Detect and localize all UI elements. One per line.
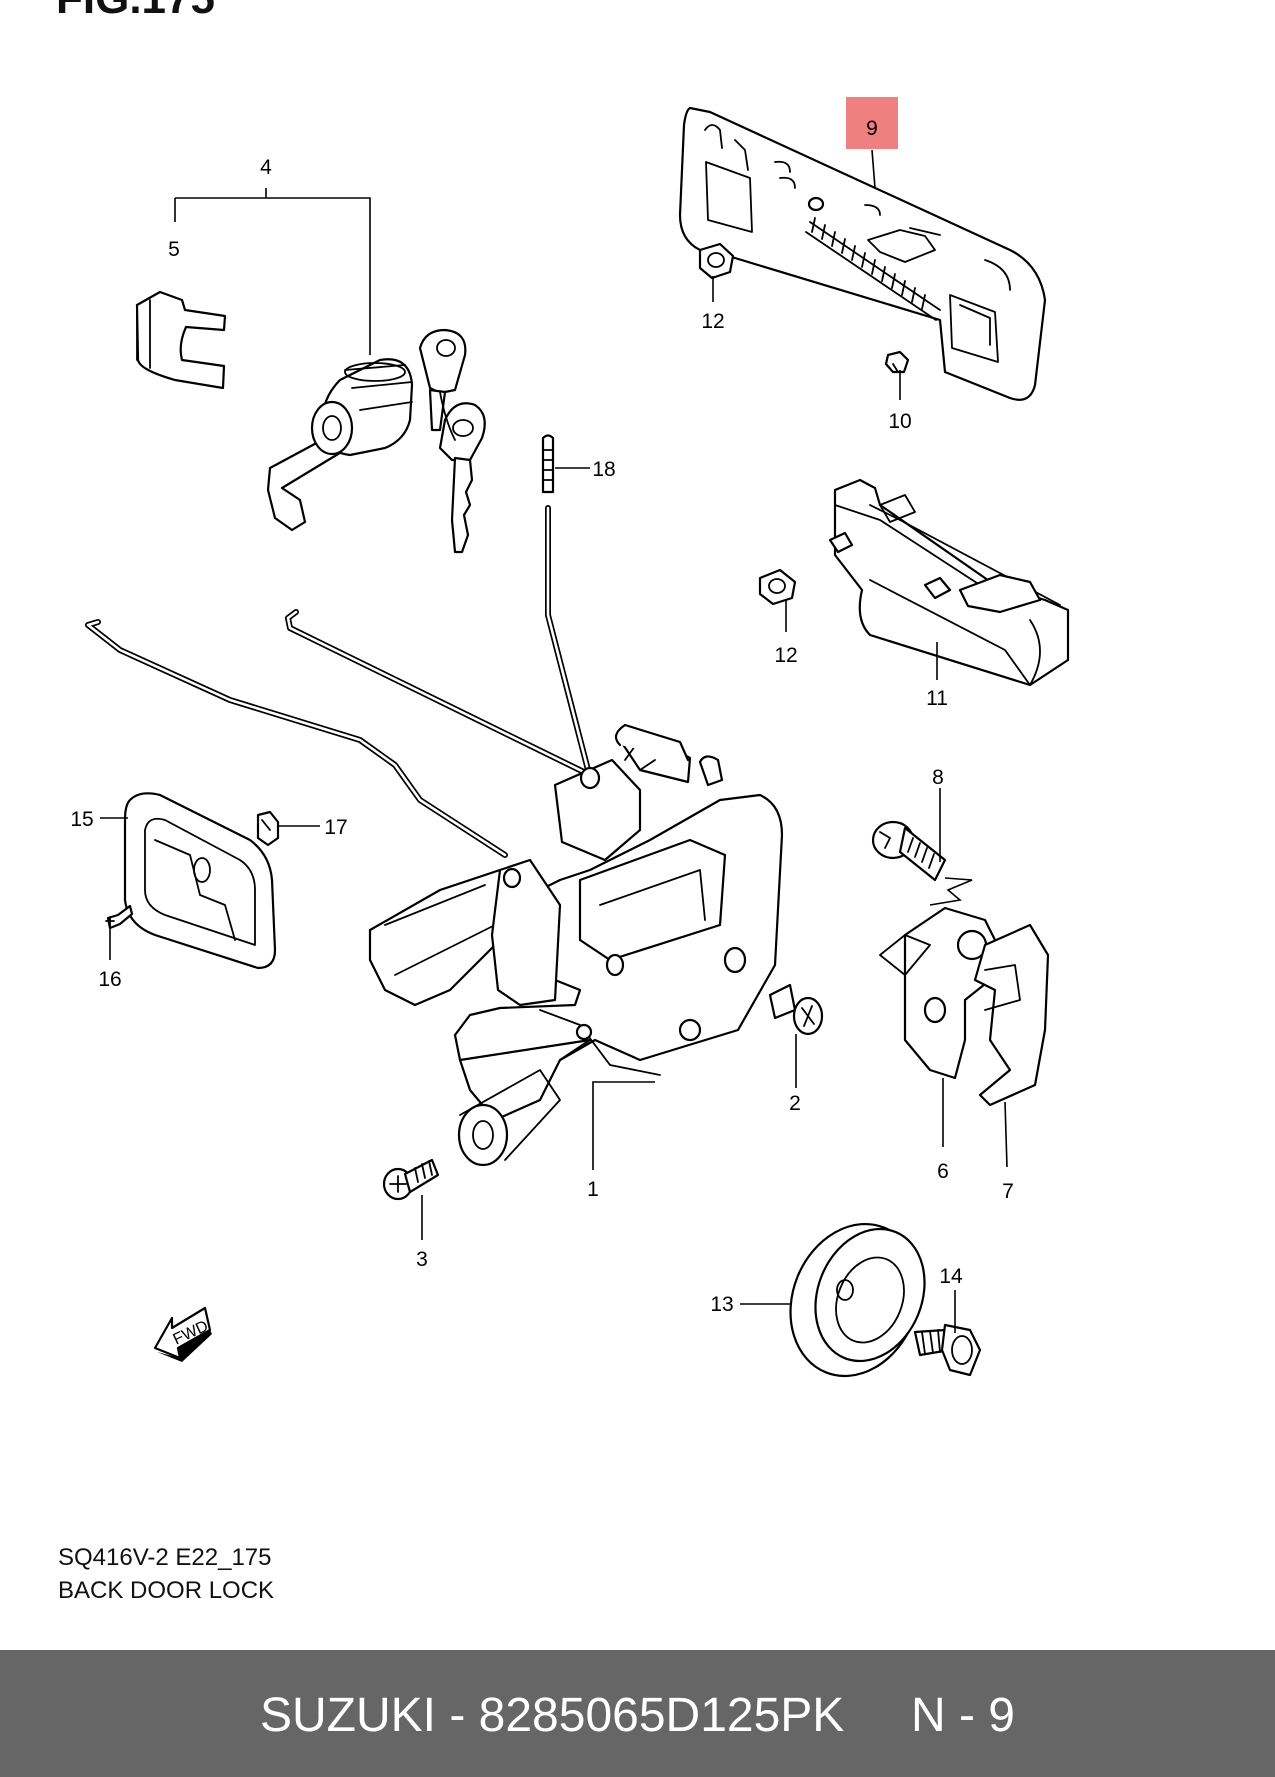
callout-7[interactable]: 7 bbox=[1002, 1180, 1014, 1203]
callout-2[interactable]: 2 bbox=[789, 1092, 801, 1115]
diagram-name: BACK DOOR LOCK bbox=[58, 1577, 275, 1604]
part-12-nut-upper[interactable] bbox=[698, 242, 735, 280]
back-door-lock-diagram: FWD 1 2 3 4 bbox=[70, 97, 1070, 1395]
part-2-screw[interactable] bbox=[768, 983, 824, 1036]
callout-12-lower[interactable]: 12 bbox=[774, 644, 797, 667]
callout-17[interactable]: 17 bbox=[324, 816, 347, 839]
part-number-text: SUZUKI - 8285065D125PK N - 9 bbox=[259, 1689, 1015, 1742]
callout-5[interactable]: 5 bbox=[168, 238, 180, 261]
part-13-grommet[interactable] bbox=[768, 1204, 943, 1395]
bolt-dash-line bbox=[929, 877, 973, 906]
fwd-arrow-icon: FWD bbox=[153, 1306, 212, 1362]
part-9-outside-handle[interactable] bbox=[678, 106, 1047, 401]
diagram-canvas: FIG.175 bbox=[56, 0, 1070, 1604]
callout-18[interactable]: 18 bbox=[592, 458, 615, 481]
callout-4[interactable]: 4 bbox=[260, 156, 272, 179]
part-1-lock-body[interactable] bbox=[368, 723, 784, 1167]
leader-lines bbox=[100, 149, 1008, 1333]
callout-labels: 1 2 3 4 5 6 7 8 9 10 11 12 12 13 14 15 1… bbox=[70, 117, 1014, 1316]
callout-15[interactable]: 15 bbox=[70, 808, 93, 831]
part-7-striker-plate[interactable] bbox=[973, 923, 1050, 1107]
part-15-inside-handle[interactable] bbox=[123, 792, 277, 970]
callout-16[interactable]: 16 bbox=[98, 968, 121, 991]
part-18-rod[interactable] bbox=[541, 434, 591, 773]
part-5-retainer-clip[interactable] bbox=[135, 290, 227, 390]
part-14-bolt[interactable] bbox=[913, 1323, 982, 1377]
callout-11[interactable]: 11 bbox=[926, 687, 948, 710]
diagram-code: SQ416V-2 E22_175 bbox=[58, 1544, 272, 1571]
part-17-clip[interactable] bbox=[256, 810, 280, 847]
part-3-screw[interactable] bbox=[382, 1158, 440, 1201]
figure-title: FIG.175 bbox=[56, 0, 215, 24]
callout-10[interactable]: 10 bbox=[888, 410, 911, 433]
callout-12-upper[interactable]: 12 bbox=[701, 310, 724, 333]
callout-8[interactable]: 8 bbox=[932, 766, 944, 789]
callout-14[interactable]: 14 bbox=[939, 1265, 963, 1288]
part-12-nut-lower[interactable] bbox=[758, 568, 797, 606]
callout-9[interactable]: 9 bbox=[866, 117, 878, 140]
callout-3[interactable]: 3 bbox=[416, 1248, 428, 1271]
callout-6[interactable]: 6 bbox=[937, 1160, 949, 1183]
part-4-key-cylinder[interactable] bbox=[266, 328, 486, 554]
part-8-bolt[interactable] bbox=[871, 820, 947, 882]
part-11-handle-assembly[interactable] bbox=[828, 478, 1070, 687]
part-number-footer: SUZUKI - 8285065D125PK N - 9 bbox=[0, 1650, 1275, 1777]
part-6-striker[interactable] bbox=[879, 906, 1002, 1080]
part-10-clip[interactable] bbox=[884, 350, 910, 374]
actuator-rods bbox=[85, 609, 593, 858]
callout-1[interactable]: 1 bbox=[587, 1178, 599, 1201]
part-16-screw[interactable] bbox=[105, 904, 134, 930]
callout-13[interactable]: 13 bbox=[710, 1293, 733, 1316]
callout-9-highlight bbox=[846, 97, 898, 149]
